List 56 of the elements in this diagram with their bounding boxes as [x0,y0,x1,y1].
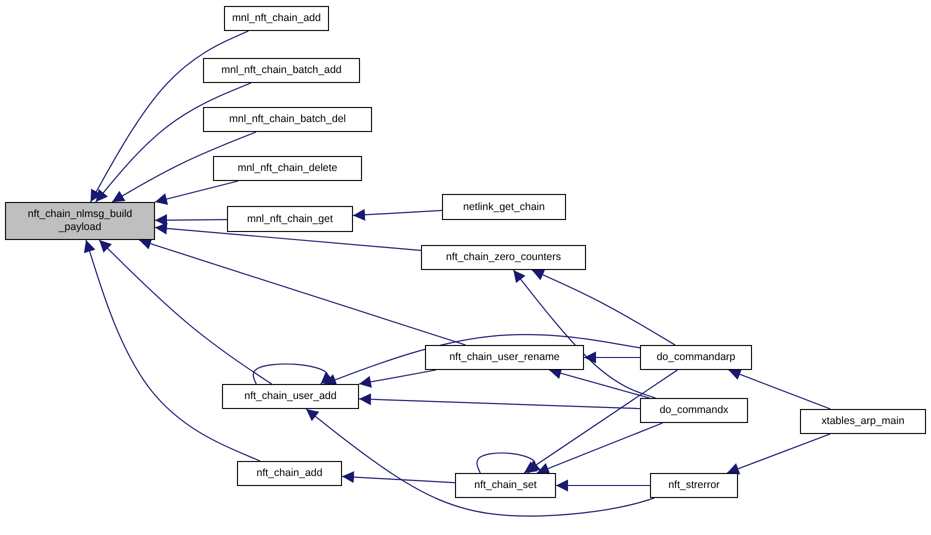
function-box [640,345,752,370]
arrow [476,452,541,474]
arrow [154,222,422,251]
function-box [203,107,372,132]
function-box [5,202,155,240]
arrow [112,131,256,202]
arrow [95,82,252,202]
function-name: nft_strerror [668,479,720,492]
function-box [213,156,362,181]
arrow [358,393,640,410]
arrow [138,238,466,346]
arrow [154,180,238,205]
function-box [425,345,584,370]
arrow [512,270,656,399]
arrow [584,352,640,364]
arrow [306,408,655,517]
function-box [442,194,566,220]
arrow [728,368,831,410]
function-name: mnl_nft_chain_get [247,212,333,226]
arrow [342,471,456,484]
function-name: nft_chain_user_rename [449,351,560,364]
function-box [800,409,926,434]
function-name: mnl_nft_chain_add [232,12,321,25]
function-name: mnl_nft_chain_batch_add [221,64,342,77]
function-name: nft_chain_nlmsg_build _payload [26,208,134,234]
function-name: xtables_arp_main [822,415,904,428]
arrow [532,269,676,346]
arrow [358,369,436,388]
function-box [421,245,586,270]
function-name: mnl_nft_chain_delete [238,162,338,175]
function-box [224,6,329,31]
function-box [227,206,353,232]
function-box [455,473,556,498]
function-box [203,58,360,83]
arrow [352,208,442,221]
arrow [90,30,249,202]
function-name: netlink_get_chain [463,200,545,214]
function-name: nft_chain_set [474,479,537,492]
arrow [324,334,640,386]
arrow [556,480,650,492]
function-name: do_commandx [660,404,728,417]
arrow [155,214,227,226]
function-name: nft_chain_add [256,467,322,480]
arrow [98,240,272,384]
function-name: do_commandarp [656,351,736,364]
function-name: nft_chain_zero_counters [446,251,561,264]
arrow [84,240,260,462]
function-box [237,461,342,486]
arrow [726,433,830,474]
function-box [650,473,738,498]
function-box [222,384,359,409]
function-name: mnl_nft_chain_batch_del [229,113,346,126]
function-name: nft_chain_user_add [244,390,337,403]
arrow [524,370,678,474]
arrow [536,422,663,474]
function-box [640,398,748,423]
